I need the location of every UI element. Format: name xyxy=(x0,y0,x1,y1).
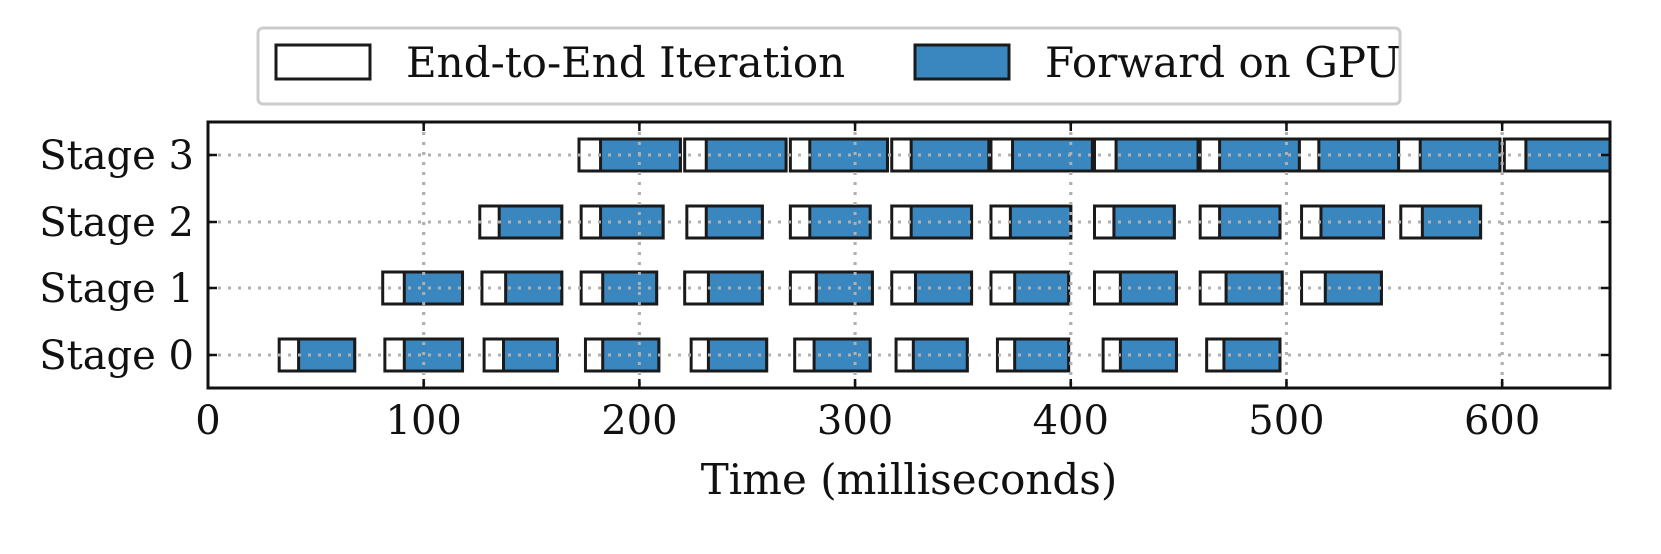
legend-swatch-forward xyxy=(913,43,1011,81)
forward-bar xyxy=(1114,137,1200,173)
forward-bar xyxy=(1112,204,1176,240)
forward-bar xyxy=(402,337,465,373)
forward-bar xyxy=(1420,204,1483,240)
forward-bar xyxy=(1222,337,1282,373)
forward-bar xyxy=(297,337,357,373)
y-tick-label: Stage 0 xyxy=(39,333,194,379)
forward-bar xyxy=(504,270,564,306)
x-tick-label: 0 xyxy=(195,398,220,444)
y-tick-label: Stage 3 xyxy=(39,133,194,179)
forward-bar xyxy=(1323,270,1383,306)
legend: End-to-End Iteration Forward on GPU xyxy=(256,26,1402,106)
forward-bar xyxy=(913,270,974,306)
x-tick-label: 600 xyxy=(1464,398,1540,444)
forward-bar xyxy=(1224,270,1284,306)
legend-frame xyxy=(256,26,1402,106)
forward-bar xyxy=(1319,204,1386,240)
x-tick-label: 100 xyxy=(386,398,462,444)
bars xyxy=(208,122,1612,388)
plot-frame xyxy=(206,120,1612,390)
legend-label-iteration: End-to-End Iteration xyxy=(406,38,845,87)
legend-label-forward: Forward on GPU xyxy=(1045,38,1401,87)
x-tick-label: 200 xyxy=(601,398,677,444)
forward-bar xyxy=(814,270,874,306)
plot-area: 0 100 200 300 400 500 600 Stage 0 Stage 1 Stage 2… xyxy=(39,120,1612,444)
y-tick-label: Stage 1 xyxy=(39,266,194,312)
forward-bar xyxy=(909,204,974,240)
x-tick-label: 300 xyxy=(817,398,893,444)
y-tick-label: Stage 2 xyxy=(39,200,194,246)
forward-bar xyxy=(706,337,769,373)
x-tick-label: 500 xyxy=(1248,398,1324,444)
forward-bar xyxy=(704,204,764,240)
x-tick-label: 400 xyxy=(1033,398,1109,444)
legend-swatch-iteration xyxy=(274,43,372,81)
forward-bar xyxy=(812,337,872,373)
x-axis-label: Time (milliseconds) xyxy=(701,455,1118,504)
forward-bar xyxy=(706,270,764,306)
forward-bar xyxy=(402,270,465,306)
axes: 0 100 200 300 400 500 600 Stage 0 Stage 1 Stage 2… xyxy=(39,122,1610,444)
